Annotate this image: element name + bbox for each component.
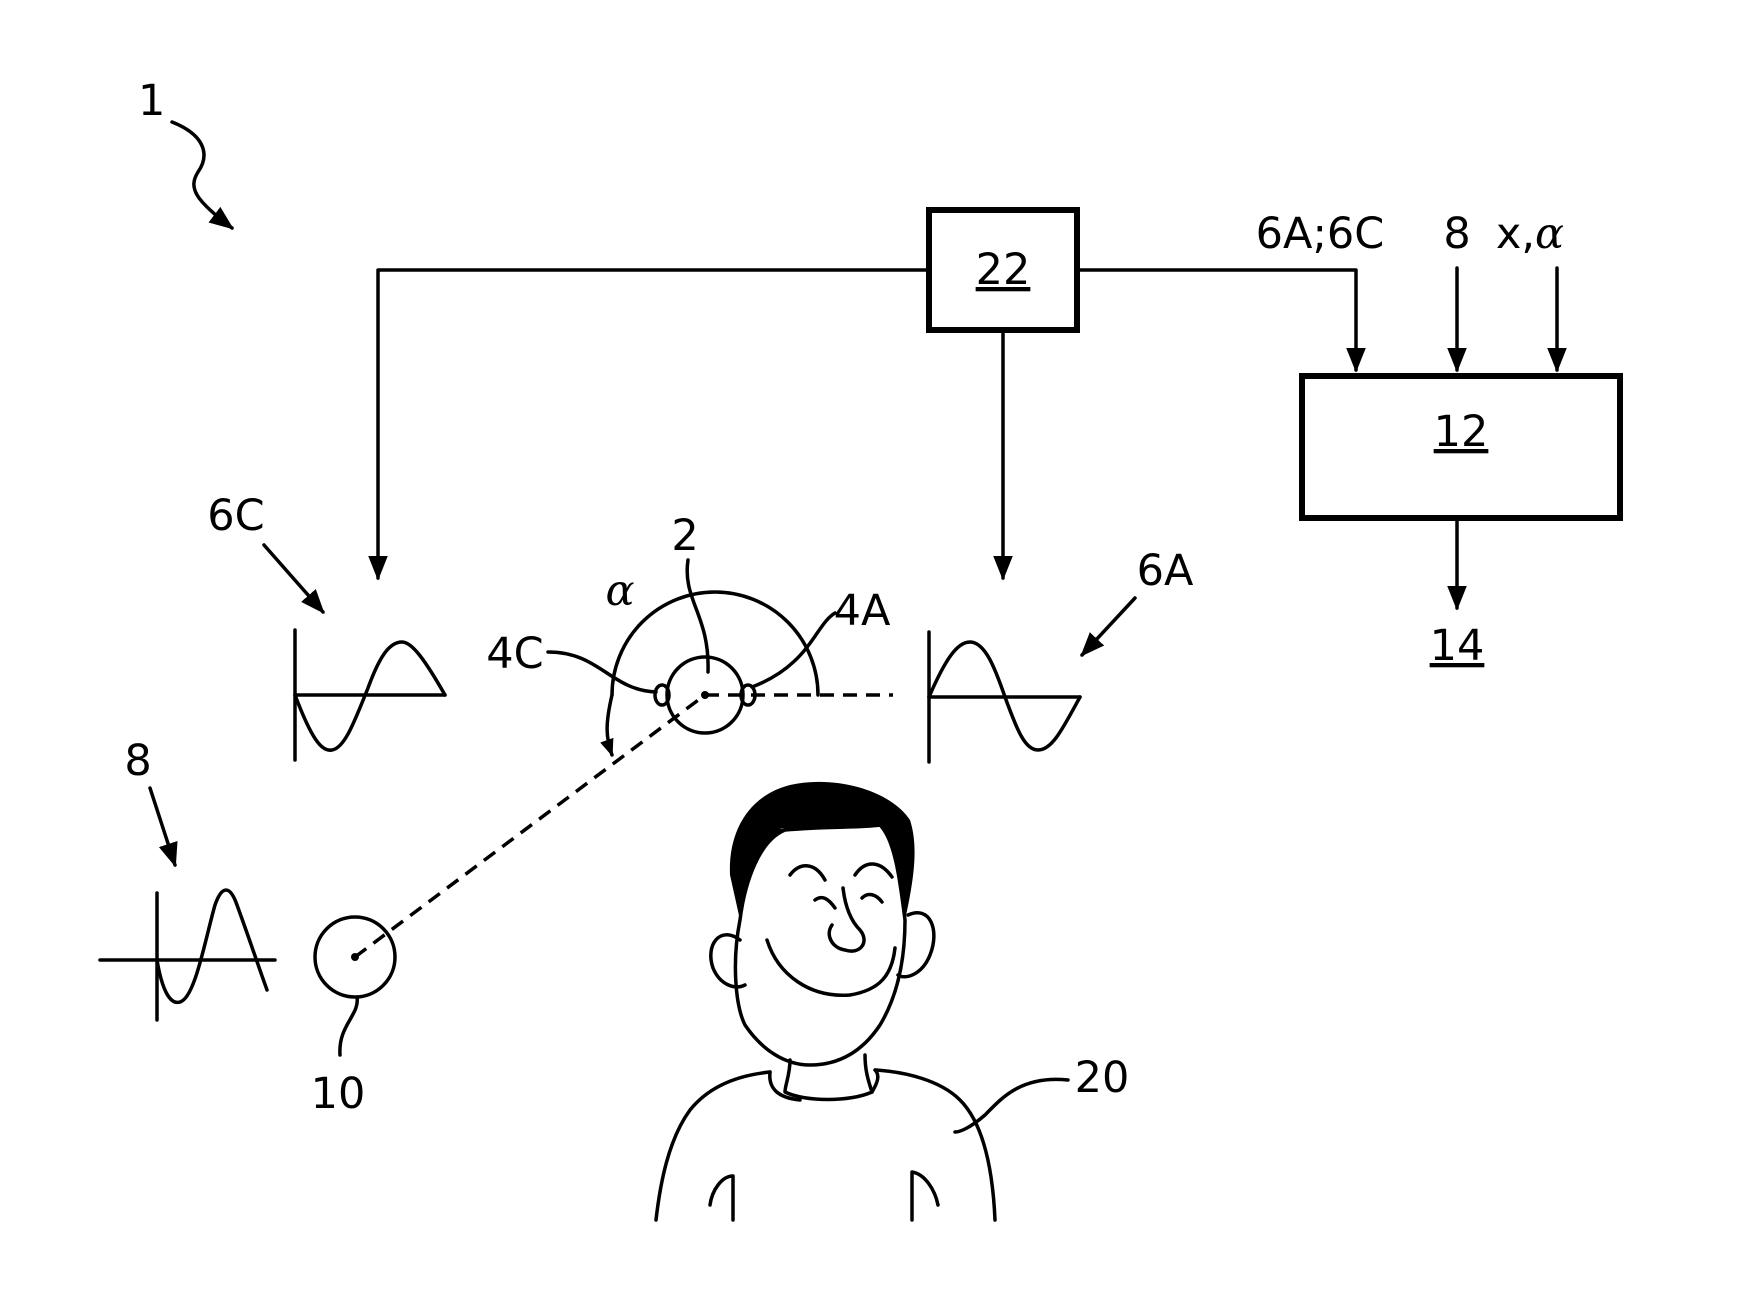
mic-4c-label: 4C [486,629,543,679]
left-eye [790,866,825,880]
system-label: 1 [138,76,165,126]
line-22-to-12 [1077,270,1356,370]
angle-arc-arrow [607,695,612,755]
source-label: 10 [311,1069,366,1119]
person-label: 20 [1075,1053,1130,1103]
right-lash [862,895,882,902]
wave-8 [100,890,275,1020]
wave-6a-pointer [1082,598,1135,655]
mic-4c-leader [548,652,656,692]
source-10-center [351,953,359,961]
input-8-label: 8 [1443,209,1470,259]
box-22-label: 22 [976,245,1031,295]
person-leader [955,1079,1068,1132]
line-22-to-6c [378,270,929,578]
right-arm-line [912,1172,938,1220]
angle-label: α [605,566,634,616]
wave-6c [295,630,445,760]
wave-8-pointer [150,788,175,865]
source-direction-line [355,695,705,957]
mouth [767,940,895,995]
input-x-alpha-label: x,α [1496,209,1564,259]
left-arm-line [710,1176,733,1220]
angle-arc-upper [612,592,818,695]
wave-8-label: 8 [124,736,151,786]
box-12-label: 12 [1434,407,1489,457]
person-20 [656,782,995,1220]
wave-6c-label: 6C [207,491,264,541]
device-leader [687,560,708,672]
nose [829,888,864,951]
left-ear [711,935,745,987]
output-label: 14 [1430,621,1485,671]
face [735,825,905,1065]
wave-6c-pointer [264,545,323,612]
source-leader [340,997,357,1055]
input-6a-6c-label: 6A;6C [1256,209,1385,259]
system-pointer-arrow [172,122,232,228]
right-eye [855,864,892,877]
mic-4a-label: 4A [834,586,891,636]
mic-4a-leader [752,613,835,687]
device-label: 2 [671,511,698,561]
left-lash [815,898,835,908]
wave-6a-label: 6A [1137,546,1194,596]
wave-6a [929,632,1080,762]
